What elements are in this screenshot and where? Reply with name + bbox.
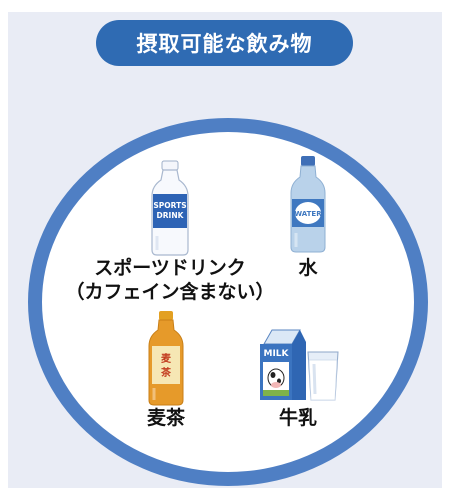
- page-title: 摂取可能な飲み物: [96, 20, 353, 66]
- milk-label: 牛乳: [270, 406, 326, 430]
- milk-carton-and-glass-icon: MILK: [260, 329, 339, 401]
- barley-tea-char1: 麦: [161, 352, 172, 365]
- water-bottle-icon: WATER: [290, 156, 326, 253]
- water-label: 水: [288, 256, 328, 280]
- sports-drink-bottle-icon: SPORTS DRINK: [151, 160, 189, 256]
- barley-tea-name: 麦茶: [146, 407, 185, 429]
- water-name: 水: [298, 257, 318, 279]
- sports-drink-label-line2: DRINK: [157, 211, 185, 220]
- sports-drink-label: スポーツドリンク （カフェイン含まない）: [60, 256, 280, 304]
- milk-carton-text: MILK: [263, 349, 289, 359]
- sports-drink-label-line1: SPORTS: [153, 201, 186, 210]
- barley-tea-label: 麦茶: [138, 406, 194, 430]
- barley-tea-char2: 茶: [160, 366, 172, 379]
- sports-drink-note: （カフェイン含まない）: [65, 281, 275, 303]
- page-title-text: 摂取可能な飲み物: [136, 32, 313, 56]
- barley-tea-bottle-icon: 麦 茶: [148, 311, 184, 406]
- sports-drink-name: スポーツドリンク: [94, 257, 246, 279]
- milk-name: 牛乳: [278, 407, 317, 429]
- water-bottle-text: WATER: [294, 210, 322, 218]
